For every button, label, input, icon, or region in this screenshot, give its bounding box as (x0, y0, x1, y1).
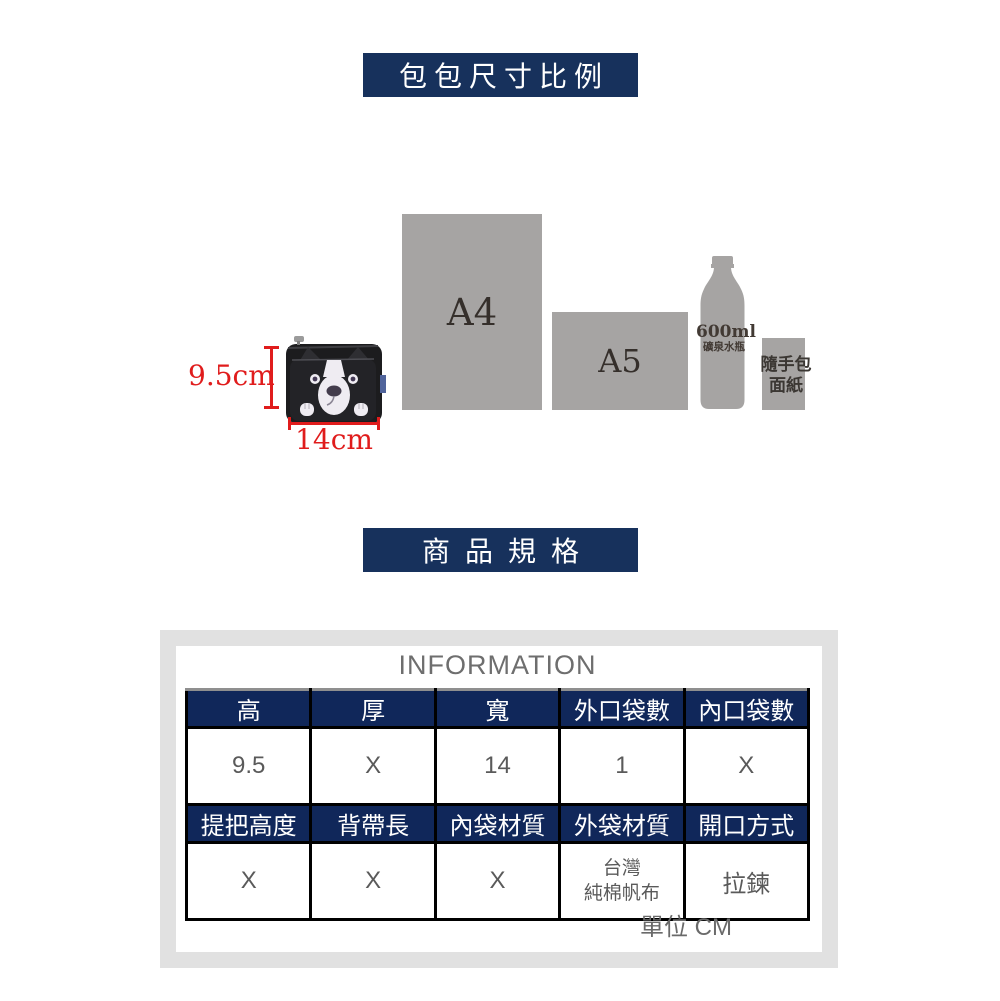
tissue-label-line2: 面紙 (769, 376, 803, 395)
dog-face-pouch-illustration (286, 336, 386, 423)
value-outer-material-line1: 台灣 (602, 858, 641, 879)
header-width: 寬 (433, 688, 562, 729)
tissue-label: 隨手包 面紙 (758, 354, 814, 396)
size-comparison-title: 包包尺寸比例 (398, 61, 609, 92)
width-dimension-right-cap (377, 417, 380, 430)
value-thickness: X (309, 726, 437, 806)
product-spec-title-badge: 商品規格 (363, 528, 638, 572)
a4-label: A4 (446, 290, 498, 334)
product-spec-title: 商品規格 (421, 536, 594, 567)
value-width: 14 (433, 726, 562, 806)
tissue-label-line1: 隨手包 (760, 355, 812, 374)
spec-header-row-2: 提把高度 背帶長 內袋材質 外袋材質 開口方式 (184, 803, 811, 844)
value-inner-material: X (433, 841, 562, 921)
value-handle-height: X (184, 841, 313, 921)
height-dimension-line (270, 346, 273, 408)
width-dimension-label: 14cm (295, 423, 373, 456)
header-outer-material: 外袋材質 (558, 803, 686, 844)
height-dimension-bottom-cap (264, 406, 279, 409)
value-outer-material: 台灣 純棉帆布 (558, 841, 686, 921)
size-comparison-title-badge: 包包尺寸比例 (363, 53, 638, 97)
width-dimension-line (288, 422, 380, 425)
a4-paper-shape: A4 (402, 214, 542, 410)
value-strap-length: X (309, 841, 437, 921)
header-outer-pockets: 外口袋數 (558, 688, 686, 729)
spec-value-row-2: X X X 台灣 純棉帆布 拉鍊 (184, 841, 811, 921)
height-dimension-label: 9.5cm (188, 359, 275, 392)
value-opening-type: 拉鍊 (682, 841, 811, 921)
header-inner-material: 內袋材質 (433, 803, 562, 844)
bottle-name-label: 礦泉水瓶 (703, 341, 745, 353)
spec-header-row-1: 高 厚 寬 外口袋數 內口袋數 (184, 688, 811, 729)
value-inner-pockets: X (682, 726, 811, 806)
header-thickness: 厚 (309, 688, 437, 729)
header-handle-height: 提把高度 (184, 803, 313, 844)
information-heading: INFORMATION (398, 650, 597, 680)
a5-label: A5 (598, 342, 642, 380)
value-height: 9.5 (184, 726, 313, 806)
spec-table: 高 厚 寬 外口袋數 內口袋數 9.5 X 14 1 X 提把高度 背帶長 內袋… (184, 688, 811, 921)
header-inner-pockets: 內口袋數 (682, 688, 811, 729)
unit-note: 單位 CM (640, 914, 732, 941)
value-outer-material-line2: 純棉帆布 (583, 883, 660, 904)
tissue-pack-shape (762, 338, 805, 410)
bottle-volume-label: 600ml (696, 322, 756, 342)
header-strap-length: 背帶長 (309, 803, 437, 844)
header-opening-type: 開口方式 (682, 803, 811, 844)
header-height: 高 (184, 688, 313, 729)
spec-value-row-1: 9.5 X 14 1 X (184, 726, 811, 806)
bottle-label: 600ml 礦泉水瓶 (696, 322, 756, 354)
a5-paper-shape: A5 (552, 312, 688, 410)
value-outer-pockets: 1 (558, 726, 686, 806)
water-bottle-icon (700, 256, 745, 409)
